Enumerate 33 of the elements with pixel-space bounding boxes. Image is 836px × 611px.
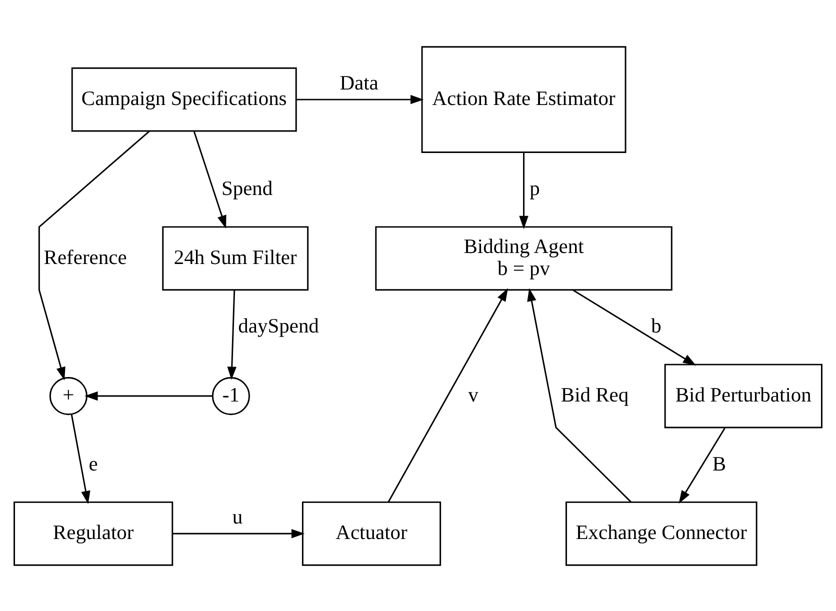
edge-label: e (88, 452, 98, 475)
node-box: Exchange Connector (566, 500, 758, 566)
edge-label: Reference (44, 246, 127, 268)
arrow (70, 414, 90, 504)
edge-label: p (530, 178, 540, 200)
node-box: Regulator (14, 500, 174, 566)
edge-label: B (712, 452, 726, 475)
node-box: Campaign Specifications (71, 66, 297, 132)
edge-label: daySpend (238, 315, 319, 338)
arrow (84, 390, 213, 400)
node-circle: + (49, 376, 88, 415)
edge-label: v (468, 384, 478, 406)
edge-label: b (651, 315, 662, 338)
edge-label: Bid Req (560, 384, 629, 406)
node-box: Bid Perturbation (664, 363, 822, 428)
node-box: Action Rate Estimator (421, 46, 626, 152)
arrow (193, 130, 226, 228)
arrow (296, 94, 424, 104)
arrow (527, 288, 632, 502)
arrow (519, 152, 528, 229)
arrow (572, 289, 696, 366)
node-circle: -1 (212, 376, 250, 415)
edge-label: u (232, 506, 243, 528)
arrow (172, 528, 305, 538)
arrow (388, 288, 508, 502)
edge-label: Data (340, 72, 378, 94)
arrow (38, 130, 150, 380)
node-box: Bidding Agent b = pv (375, 226, 672, 290)
arrow (227, 290, 236, 380)
arrow (678, 427, 726, 504)
edge-label: Spend (221, 178, 273, 200)
node-box: 24h Sum Filter (162, 226, 309, 290)
node-box: Actuator (302, 500, 442, 566)
